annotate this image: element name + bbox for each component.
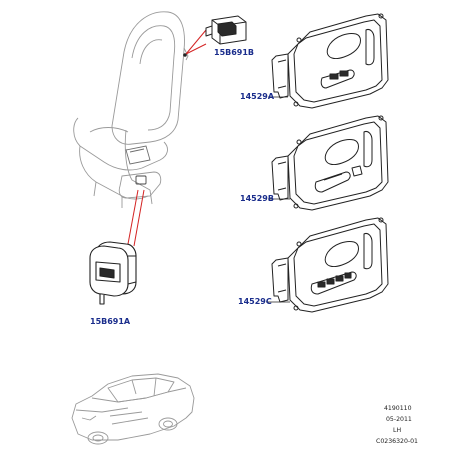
meta-illustration-number: 4190110 (384, 405, 412, 412)
small-switch-15b691b (205, 15, 247, 45)
control-panel-14529a (271, 13, 389, 109)
label-15b691b: 15B691B (214, 48, 255, 57)
leader-lines (127, 29, 207, 247)
seat-trim-fragment (118, 171, 162, 199)
control-panel-14529c (271, 217, 389, 313)
seat-switch-location (125, 145, 151, 165)
meta-date: 05-2011 (386, 416, 412, 423)
control-panel-14529b (271, 115, 389, 211)
label-15b691a: 15B691A (90, 317, 131, 326)
label-14529c: 14529C (238, 297, 272, 306)
meta-reference-code: C0236320-01 (376, 438, 418, 445)
vehicle-outline (71, 373, 195, 445)
seat-outline (73, 11, 189, 208)
meta-hand: LH (393, 427, 402, 434)
large-switch-15b691a (89, 241, 137, 305)
label-14529b: 14529B (240, 194, 274, 203)
leader-anchor-dot (183, 53, 187, 57)
label-leaders (266, 96, 290, 303)
label-14529a: 14529A (240, 92, 275, 101)
